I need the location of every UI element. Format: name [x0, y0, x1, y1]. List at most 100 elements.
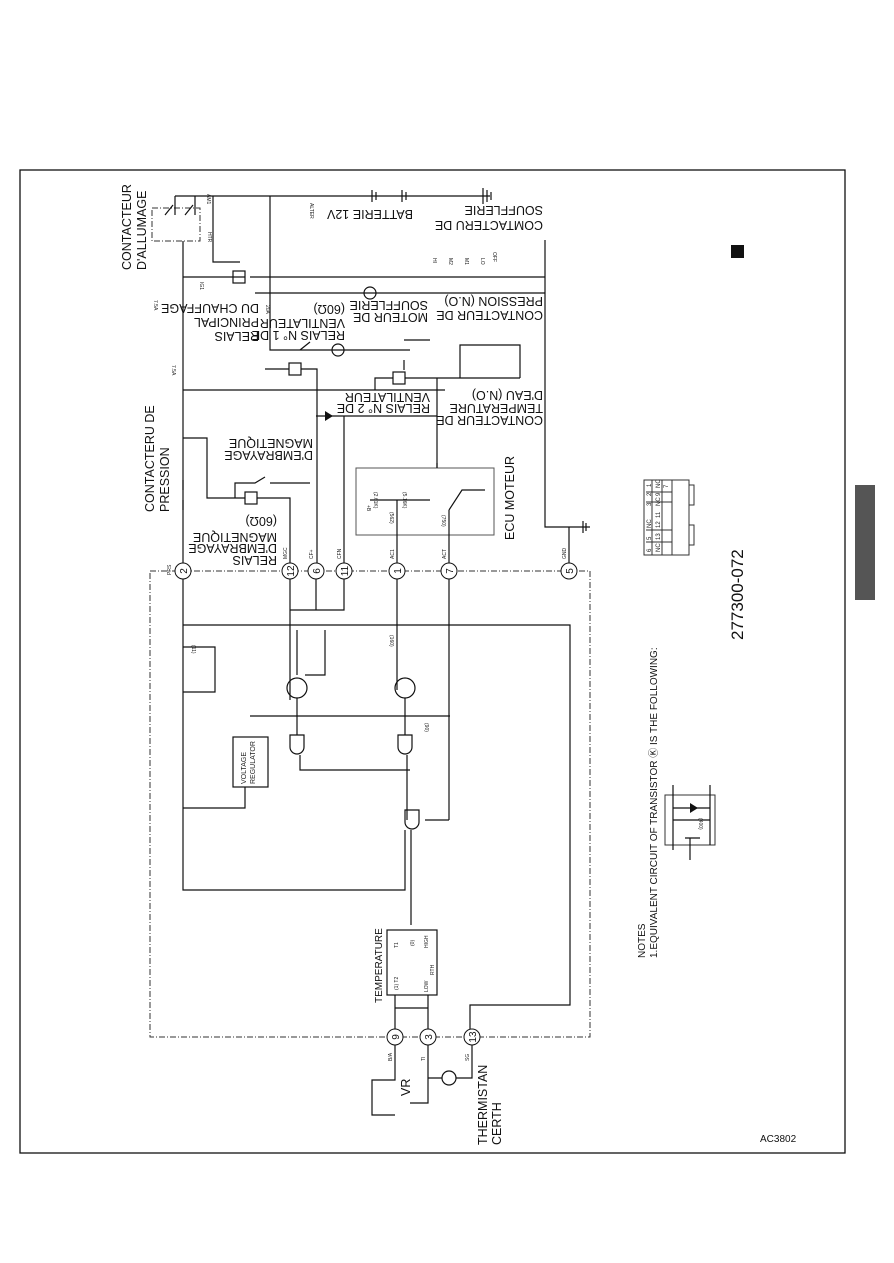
thermistor-symbol	[441, 1070, 457, 1086]
svg-text:(5.16K): (5.16K)	[401, 492, 407, 509]
svg-text:MGC: MGC	[283, 547, 289, 559]
svg-text:(1) T2: (1) T2	[394, 977, 400, 990]
ecu-wiring	[370, 463, 485, 571]
svg-text:AC1: AC1	[390, 549, 396, 559]
svg-text:HI: HI	[431, 258, 437, 263]
transistor-equivalent-circuit	[664, 785, 716, 860]
svg-text:ACT: ACT	[442, 549, 448, 559]
svg-text:6: 6	[312, 568, 323, 574]
notes-title: NOTES	[637, 923, 648, 958]
svg-text:9: 9	[656, 492, 662, 496]
svg-text:5: 5	[565, 568, 576, 574]
blower-switch-positions: HI M2 M1 LO OFF	[431, 252, 497, 265]
svg-text:NC: NC	[656, 479, 662, 488]
ignition-switch-label: CONTACTEURD'ALLUMAGE	[120, 184, 149, 270]
svg-text:ALTER: ALTER	[308, 203, 314, 219]
pin-5: 5 GND	[560, 548, 578, 580]
fuse-labels: AM1 ALTER HTR IG1 7.5A 7.5A 20A	[152, 194, 314, 376]
ecu-label: ECU MOTEUR	[503, 456, 517, 540]
svg-text:(400): (400)	[697, 818, 703, 830]
blower-motor-label: MOTEUR DESOUFFLERIE	[350, 298, 429, 324]
svg-text:GND: GND	[562, 548, 568, 560]
temperature-setting-box	[386, 929, 438, 996]
pressure-switch-label: CONTACTERU DEPRESSION	[143, 405, 172, 512]
svg-text:2: 2	[647, 492, 653, 496]
svg-text:PRS: PRS	[167, 564, 173, 575]
svg-text:B/A: B/A	[388, 1052, 394, 1061]
pressure-switch-no-label: CONTACTEUR DEPRESSION (N.O)	[436, 294, 543, 322]
pin-7: 7 ACT	[440, 549, 458, 580]
temp-wiring	[394, 995, 429, 1029]
svg-text:6: 6	[647, 548, 653, 552]
svg-text:20A: 20A	[264, 305, 270, 315]
fan-relay-1-label: RELAIS N° 1 DEVENTILATEUR(60Ω)	[252, 302, 345, 342]
svg-text:+B: +B	[365, 505, 371, 512]
amplifier-internal	[182, 579, 571, 1029]
page-tab-marker	[855, 485, 875, 600]
thermistor-label: THERMISTANCERTH	[476, 1065, 504, 1145]
svg-text:3: 3	[647, 502, 653, 506]
svg-text:NC: NC	[656, 497, 662, 506]
svg-text:AM1: AM1	[205, 194, 211, 205]
pin-3: 3TI	[419, 1028, 437, 1061]
internal-values: (11) (160) (90) (400)	[190, 635, 703, 830]
svg-text:TI: TI	[421, 1057, 427, 1061]
svg-text:(0): (0)	[410, 940, 416, 946]
svg-text:2: 2	[179, 568, 190, 574]
amplifier-boundary	[149, 570, 591, 1038]
diagram-frame	[19, 169, 846, 1154]
main-relay-label: RELAISPRINCIPALDU CHAUFFAGE	[161, 301, 259, 343]
svg-text:5: 5	[647, 536, 653, 540]
magnetic-clutch-relay-label: RELAISD'EMBRAYAGEMAGNETIQUE(60Ω)	[188, 514, 277, 567]
svg-text:(562): (562)	[388, 512, 394, 524]
magnetic-clutch-label: D'EMBRAYAGEMAGNETIQUE	[224, 436, 313, 462]
svg-text:7.5A: 7.5A	[152, 300, 158, 311]
svg-text:OFF: OFF	[491, 252, 497, 262]
figure-code: AC3802	[760, 1134, 797, 1145]
svg-text:(2.61K): (2.61K)	[372, 492, 378, 509]
svg-text:13: 13	[656, 533, 662, 540]
svg-text:13: 13	[468, 1031, 479, 1043]
svg-text:T1: T1	[394, 942, 400, 948]
svg-text:RTH: RTH	[430, 964, 436, 975]
svg-text:LOW: LOW	[424, 980, 430, 992]
temperature-label: TEMPERATURE	[374, 928, 385, 1003]
svg-text:3: 3	[424, 1034, 435, 1040]
notes-line-1: 1.EQUIVALENT CIRCUIT OF TRANSISTOR Ⓚ IS …	[648, 647, 660, 958]
svg-text:LO: LO	[479, 258, 485, 265]
connector-face: 6 5 NC 3 2 1 NC 13 12 11 NC 9 NC 7	[643, 479, 695, 556]
svg-text:7.5A: 7.5A	[170, 365, 176, 376]
part-number-marker	[731, 245, 744, 258]
svg-text:IG1: IG1	[198, 282, 204, 290]
svg-text:HIGH: HIGH	[424, 935, 430, 948]
svg-text:(90): (90)	[423, 723, 429, 732]
battery-label: BATTERIE 12V	[326, 207, 413, 221]
part-number: 277300-072	[728, 549, 747, 640]
temperature-inner-labels: (1) T2 T1 (0) LOW RTH HIGH	[394, 935, 436, 992]
sensor-wiring	[371, 1045, 473, 1116]
svg-text:(11): (11)	[190, 645, 196, 654]
pin-9: 9B/A	[386, 1028, 404, 1061]
svg-text:1: 1	[647, 483, 653, 487]
svg-text:7: 7	[664, 484, 670, 488]
svg-text:9: 9	[391, 1034, 402, 1040]
fan-relay-2-label: RELAIS N° 2 DEVENTILATEUR	[337, 390, 430, 415]
svg-text:CFN: CFN	[337, 548, 343, 559]
svg-text:12: 12	[656, 521, 662, 528]
svg-text:M2: M2	[447, 258, 453, 265]
svg-text:NC: NC	[647, 519, 653, 528]
svg-text:HTR: HTR	[206, 232, 212, 243]
svg-text:11: 11	[656, 511, 662, 518]
svg-text:SG: SG	[465, 1054, 471, 1061]
pin-2: 2 PRS	[167, 562, 192, 580]
svg-text:CF+: CF+	[309, 549, 315, 559]
svg-text:(750): (750)	[440, 515, 446, 527]
svg-text:7: 7	[445, 568, 456, 574]
